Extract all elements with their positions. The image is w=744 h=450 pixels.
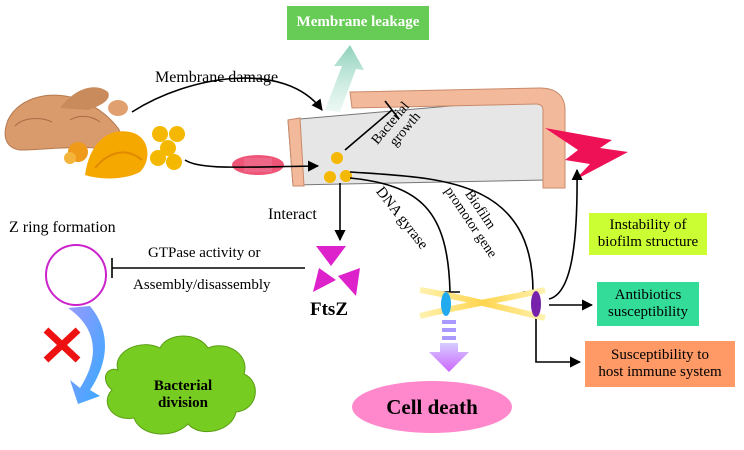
dna-strand-icon bbox=[419, 287, 546, 321]
antibiotics-box: Antibiotics susceptibility bbox=[597, 282, 699, 326]
growth-inhibition-line bbox=[344, 100, 400, 151]
division-arrow bbox=[68, 306, 105, 404]
bacterial-division-label: Bacterial division bbox=[153, 377, 213, 411]
intracellular-curcumin bbox=[324, 152, 352, 183]
cell-death-ellipse bbox=[352, 381, 512, 433]
membrane-damage-label: Membrane damage bbox=[155, 69, 279, 86]
bacterial-cell bbox=[287, 87, 566, 189]
gtpase-activity-label: GTPase activity or bbox=[148, 245, 261, 261]
red-x-icon bbox=[43, 327, 81, 363]
z-ring-icon bbox=[45, 244, 107, 306]
gtpase-inhibit-line bbox=[111, 258, 305, 278]
turmeric-root-icon bbox=[4, 87, 148, 179]
membrane-damage-arrow bbox=[131, 77, 323, 113]
porin-icon bbox=[232, 155, 284, 175]
uptake-arrow bbox=[184, 159, 320, 172]
cell-death-label: Cell death bbox=[386, 394, 478, 419]
cell-death-arrow bbox=[429, 320, 469, 372]
lightning-bolt-icon bbox=[545, 128, 628, 180]
membrane-leakage-box: Membrane leakage bbox=[287, 6, 429, 40]
assembly-disassembly-label: Assembly/disassembly bbox=[133, 277, 271, 293]
leakage-arrow bbox=[325, 45, 364, 112]
ftsz-label: FtsZ bbox=[310, 299, 348, 320]
interact-label: Interact bbox=[268, 206, 317, 223]
bacterial-division-cloud bbox=[104, 335, 256, 435]
host-immune-arrow bbox=[535, 318, 582, 368]
membrane-leakage-label: Membrane leakage bbox=[296, 14, 420, 31]
z-ring-formation-label: Z ring formation bbox=[9, 219, 116, 236]
instability-box: Instability of biofilm structure bbox=[589, 213, 707, 255]
curcumin-particles bbox=[150, 126, 185, 170]
host-immune-box: Susceptibility to host immune system bbox=[585, 341, 735, 387]
ftsz-icon bbox=[313, 246, 360, 296]
instability-arrow bbox=[548, 168, 583, 300]
